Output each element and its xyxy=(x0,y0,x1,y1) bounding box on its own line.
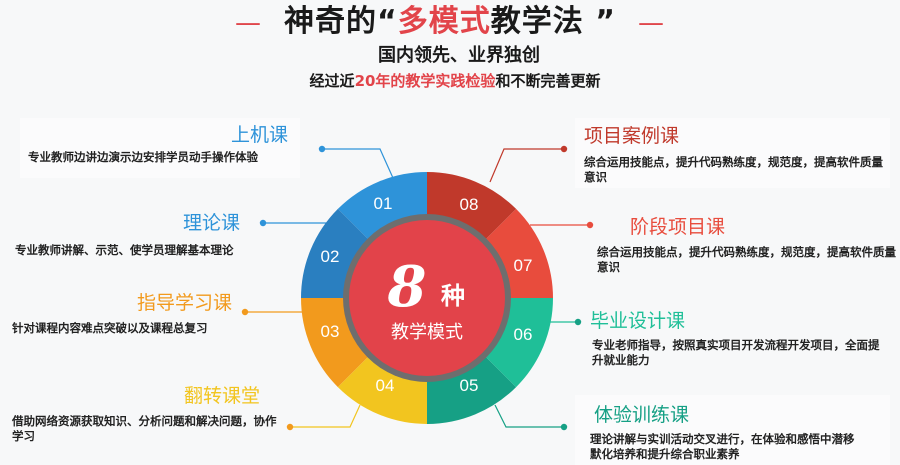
segment-label-02: 02 xyxy=(321,247,340,266)
mode-02-title: 理论课 xyxy=(182,212,240,234)
tagline-suffix: 和不断完善更新 xyxy=(495,72,601,90)
title-prefix: 神奇的“ xyxy=(284,4,398,39)
title-dash-right: — xyxy=(637,8,665,38)
tagline: 经过近20年的教学实践检验和不断完善更新 xyxy=(0,70,900,92)
segment-06 xyxy=(483,298,553,388)
segment-label-03: 03 xyxy=(321,322,340,341)
connector-dot-02 xyxy=(259,219,267,227)
panel-left-top xyxy=(20,118,300,178)
mode-08-title: 项目案例课 xyxy=(584,125,680,147)
center-caption: 教学模式 xyxy=(391,322,463,343)
segment-03 xyxy=(301,298,371,388)
connector-08 xyxy=(489,148,564,183)
segment-07 xyxy=(483,208,553,298)
mode-03-desc: 针对课程内容难点突破以及课程总复习 xyxy=(12,321,208,335)
tagline-highlight: 20年的教学实践检验 xyxy=(354,72,496,90)
connector-dot-05 xyxy=(560,423,568,431)
connector-04 xyxy=(290,404,361,428)
connector-05 xyxy=(494,404,564,428)
connector-dot-01 xyxy=(318,145,326,153)
segment-01 xyxy=(337,172,427,242)
subtitle: 国内领先、业界独创 xyxy=(378,45,540,66)
segment-label-06: 06 xyxy=(514,325,533,344)
title-dash-left: — xyxy=(235,8,263,38)
connector-dot-03 xyxy=(241,308,249,316)
segment-08 xyxy=(427,172,517,242)
mode-08-desc: 综合运用技能点，提升代码熟练度，规范度，提高软件质量意识 xyxy=(584,155,883,184)
connector-dot-04 xyxy=(286,423,294,431)
connector-dot-07 xyxy=(586,221,594,229)
segment-label-07: 07 xyxy=(514,256,533,275)
mode-07-desc: 综合运用技能点，提升代码熟练度，规范度，提高软件质量意识 xyxy=(597,245,896,274)
mode-05-title: 体验训练课 xyxy=(594,404,690,426)
title-suffix: 教学法 ” xyxy=(490,4,616,39)
mode-06-title: 毕业设计课 xyxy=(590,310,686,332)
mode-03-title: 指导学习课 xyxy=(136,292,232,314)
mode-04-title: 翻转课堂 xyxy=(183,385,260,407)
mode-02-desc: 专业教师讲解、示范、使学员理解基本理论 xyxy=(15,243,234,257)
center-number: 8 xyxy=(387,254,427,320)
page-title: — 神奇的“多模式教学法 ” — xyxy=(0,2,900,43)
center-unit: 种 xyxy=(441,282,465,310)
tagline-prefix: 经过近 xyxy=(309,72,355,90)
mode-05-desc: 理论讲解与实训活动交叉进行，在体验和感悟中潜移默化培养和提升综合职业素养 xyxy=(590,432,855,461)
title-highlight: 多模式 xyxy=(397,4,491,39)
mode-07-title: 阶段项目课 xyxy=(630,216,726,238)
segment-04 xyxy=(337,354,427,424)
center-disc xyxy=(349,220,505,376)
connector-dot-06 xyxy=(574,318,582,326)
segment-label-04: 04 xyxy=(376,376,395,395)
segment-label-05: 05 xyxy=(460,376,479,395)
connector-dot-08 xyxy=(560,145,568,153)
mode-01-title: 上机课 xyxy=(230,124,288,146)
panel-right-bottom xyxy=(575,395,890,465)
segment-label-01: 01 xyxy=(374,194,393,213)
segment-05 xyxy=(427,354,517,424)
segment-02 xyxy=(301,208,371,298)
mode-01-desc: 专业教师边讲边演示边安排学员动手操作体验 xyxy=(28,150,258,164)
mode-04-desc: 借助网络资源获取知识、分析问题和解决问题，协作学习 xyxy=(12,414,277,443)
connector-01 xyxy=(322,148,394,179)
panel-right-top xyxy=(575,118,890,188)
mode-06-desc: 专业老师指导，按照真实项目开发流程开发项目，全面提升就业能力 xyxy=(592,338,880,367)
segment-label-08: 08 xyxy=(460,195,479,214)
